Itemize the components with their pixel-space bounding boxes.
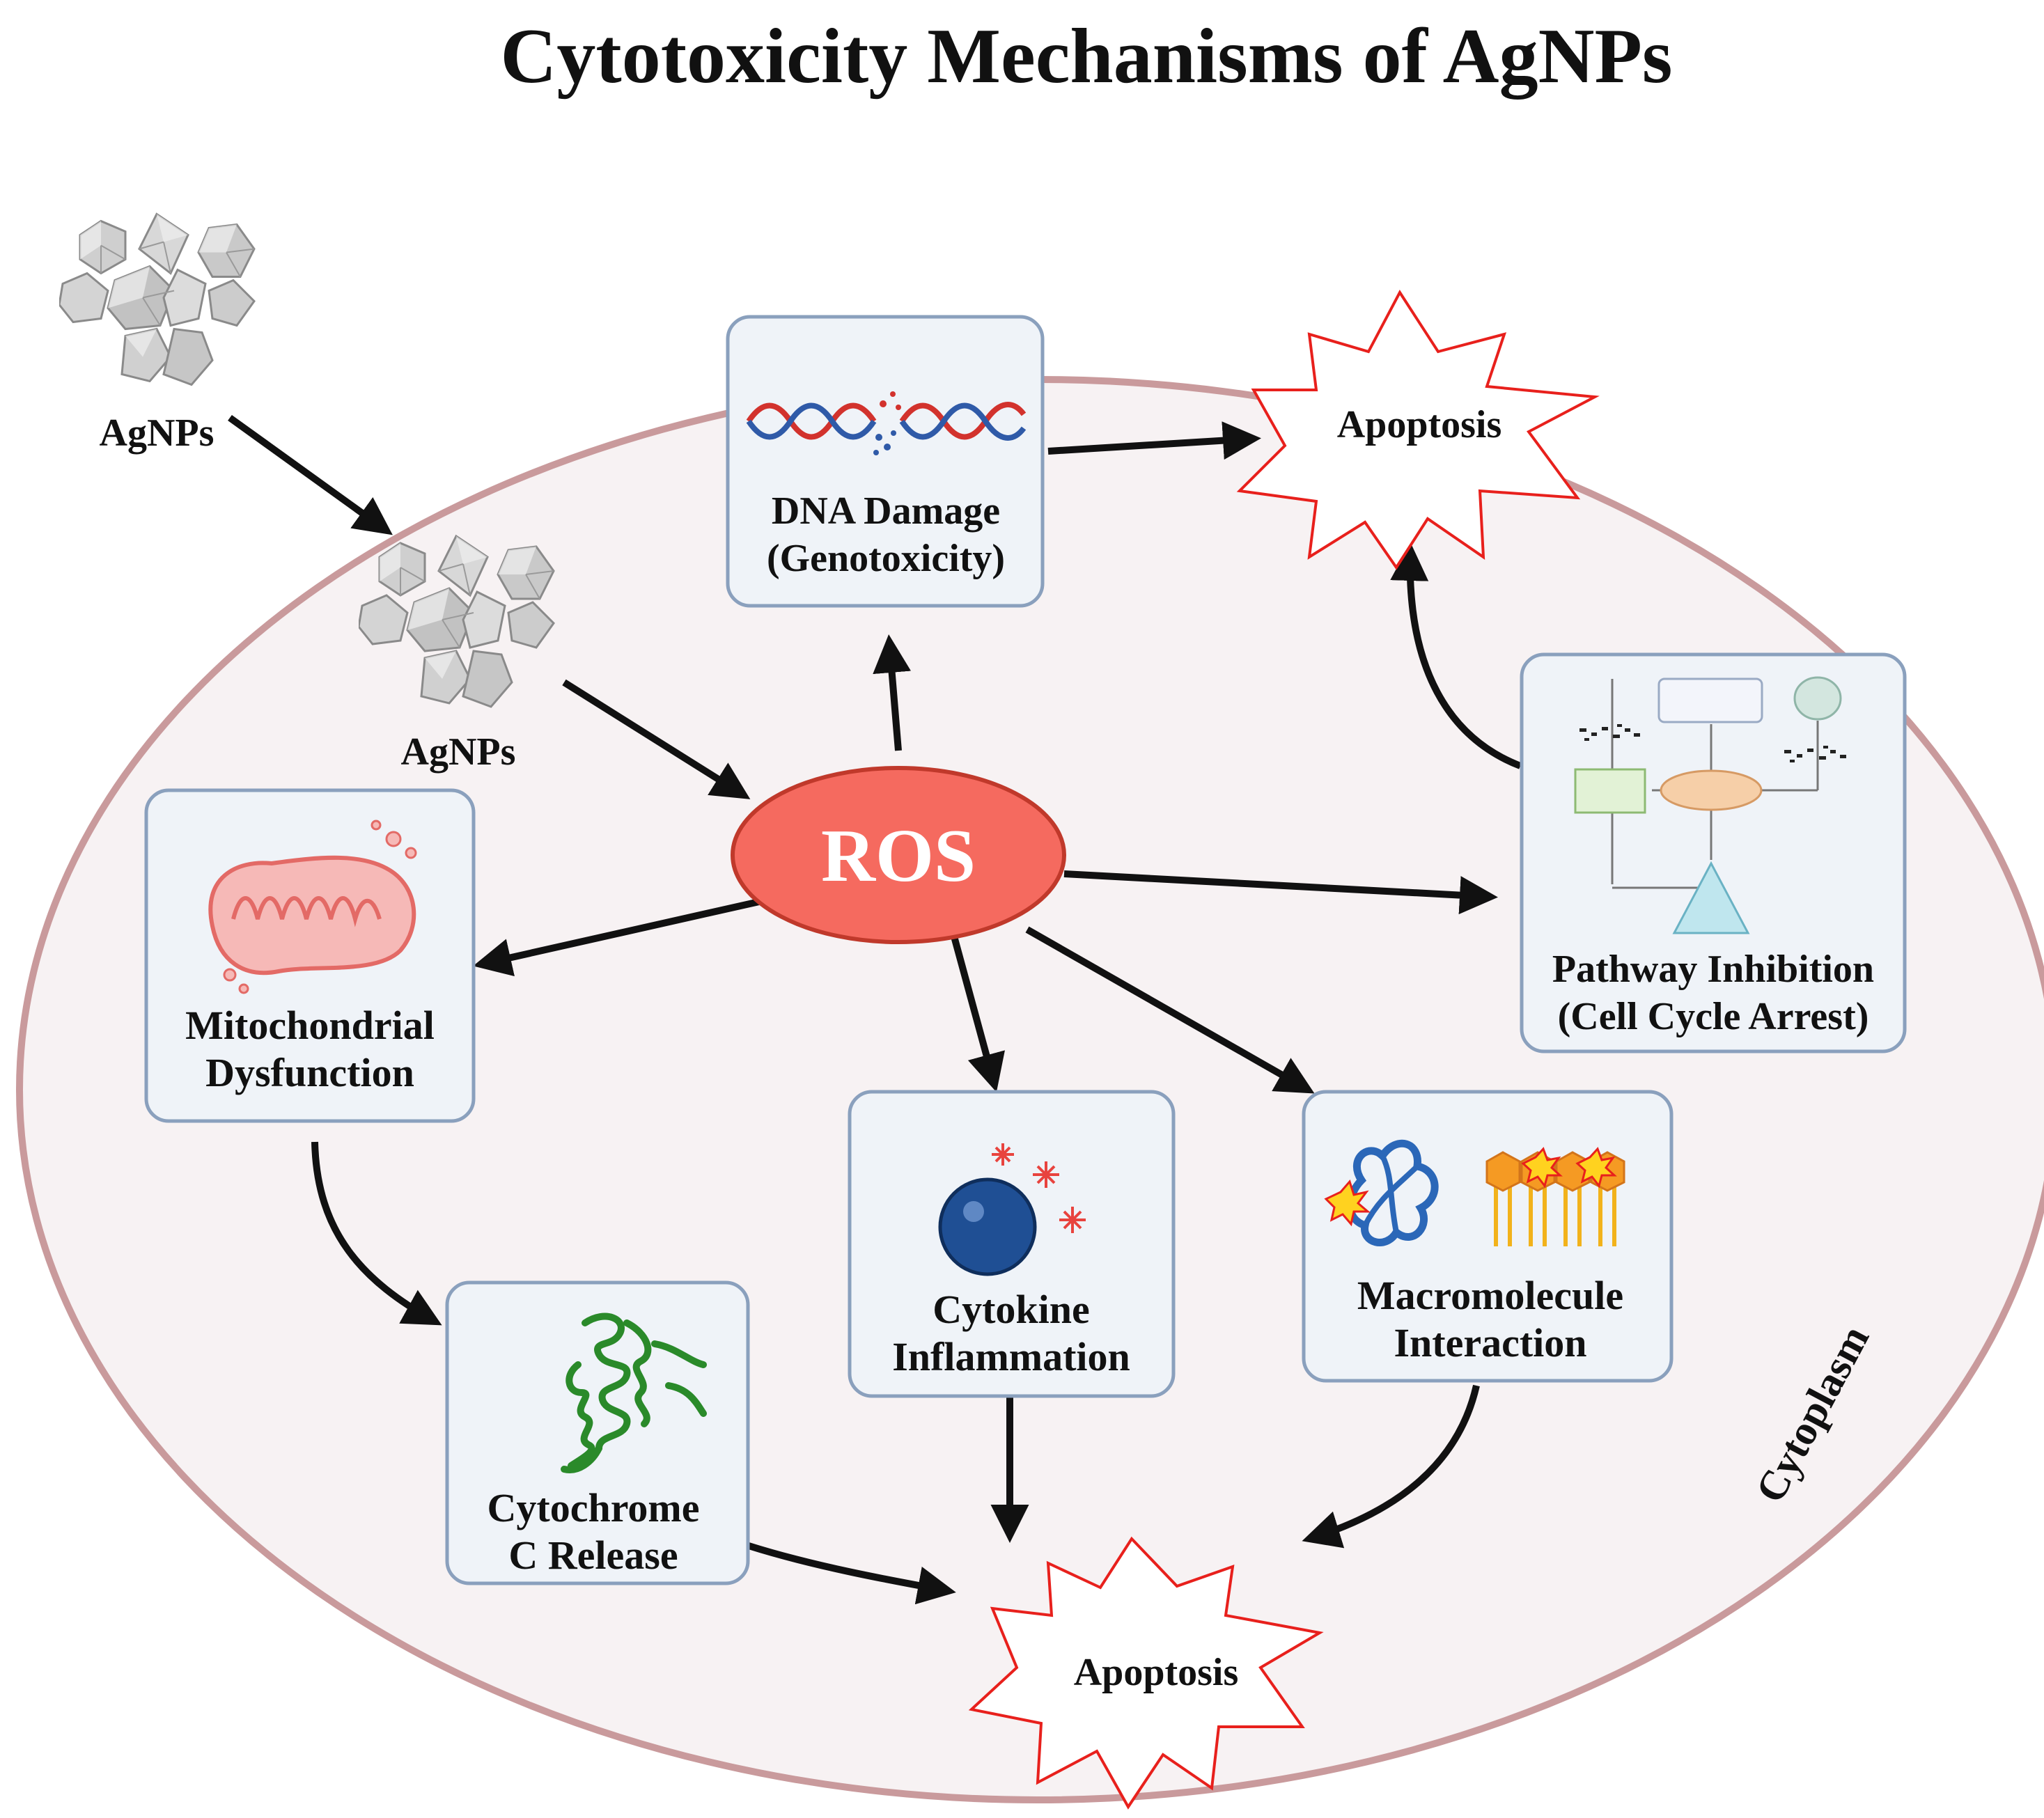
ros-ellipse bbox=[731, 766, 1066, 944]
cytokine-label-line2: Inflammation bbox=[892, 1334, 1130, 1379]
arrow-agnps-entry bbox=[228, 414, 393, 535]
mitochondrial-node: Mitochondrial Dysfunction bbox=[144, 788, 476, 1123]
cytochrome-box bbox=[445, 1280, 750, 1585]
mitochondrion-icon bbox=[208, 820, 417, 994]
macromolecule-node: Macromolecule Interaction bbox=[1302, 1090, 1674, 1383]
cytochrome-node: Cytochrome C Release bbox=[445, 1280, 750, 1585]
arrow-ros-to-mitochondria bbox=[473, 898, 760, 977]
cytokine-label-line1: Cytokine bbox=[933, 1287, 1090, 1332]
arrow-ros-to-macromolecule bbox=[1025, 926, 1315, 1094]
apoptosis-bottom-burst bbox=[968, 1536, 1324, 1810]
pathway-label-line1: Pathway Inhibition bbox=[1552, 948, 1874, 991]
mitochondrial-label-line2: Dysfunction bbox=[205, 1050, 414, 1095]
pathway-box bbox=[1520, 652, 1907, 1053]
nanoparticle-cluster-icon bbox=[59, 212, 256, 386]
arrow-ros-to-cytokine bbox=[951, 935, 1005, 1092]
cytokine-cell-icon bbox=[938, 1143, 1086, 1276]
cytochrome-label-line1: Cytochrome bbox=[487, 1485, 700, 1530]
arrow-ros-to-pathway bbox=[1063, 870, 1498, 915]
arrow-agnps-to-ros bbox=[562, 679, 751, 799]
macromolecule-label-line2: Interaction bbox=[1394, 1320, 1586, 1365]
agnps-outside-label: AgNPs bbox=[100, 412, 214, 455]
dna-damage-node: DNA Damage (Genotoxicity) bbox=[726, 315, 1045, 608]
protein-lipid-icon bbox=[1324, 1139, 1625, 1246]
arrow-pathway-to-apoptosis bbox=[1390, 542, 1522, 769]
agnps-inside-label: AgNPs bbox=[401, 730, 516, 774]
apoptosis-bottom-label: Apoptosis bbox=[1074, 1651, 1239, 1694]
page-title: Cytotoxicity Mechanisms of AgNPs bbox=[501, 13, 1673, 100]
dna-damage-label-line2: (Genotoxicity) bbox=[767, 537, 1005, 580]
ros-label: ROS bbox=[821, 815, 976, 898]
arrow-dna-to-apoptosis bbox=[1047, 421, 1261, 460]
pathway-node: Pathway Inhibition (Cell Cycle Arrest) bbox=[1520, 652, 1907, 1053]
mitochondrial-label-line1: Mitochondrial bbox=[185, 1003, 435, 1048]
dna-damage-box bbox=[726, 315, 1045, 608]
signaling-pathway-icon bbox=[1574, 676, 1846, 934]
dna-helix-icon bbox=[746, 391, 1027, 455]
ros-node: ROS bbox=[731, 766, 1066, 944]
apoptosis-top-burst bbox=[1236, 290, 1600, 570]
protein-helix-icon bbox=[561, 1312, 707, 1473]
macromolecule-label-line1: Macromolecule bbox=[1357, 1273, 1623, 1318]
arrows bbox=[228, 414, 1522, 1605]
dna-damage-label-line1: DNA Damage bbox=[772, 489, 1000, 533]
cytochrome-label-line2: C Release bbox=[508, 1533, 678, 1578]
apoptosis-top-label: Apoptosis bbox=[1337, 403, 1502, 446]
arrow-cytochrome-to-apoptosis bbox=[747, 1542, 956, 1605]
arrow-mitochondria-to-cytochrome bbox=[311, 1141, 442, 1326]
arrow-ros-to-dna bbox=[873, 634, 912, 751]
cytokine-node: Cytokine Inflammation bbox=[848, 1090, 1176, 1398]
arrow-macromolecule-to-apoptosis bbox=[1302, 1384, 1480, 1549]
agnps-inside: AgNPs bbox=[359, 535, 555, 774]
apoptosis-top-node: Apoptosis bbox=[1236, 290, 1600, 570]
pathway-label-line2: (Cell Cycle Arrest) bbox=[1558, 995, 1869, 1038]
apoptosis-bottom-node: Apoptosis bbox=[968, 1536, 1324, 1810]
agnps-outside: AgNPs bbox=[59, 212, 256, 455]
